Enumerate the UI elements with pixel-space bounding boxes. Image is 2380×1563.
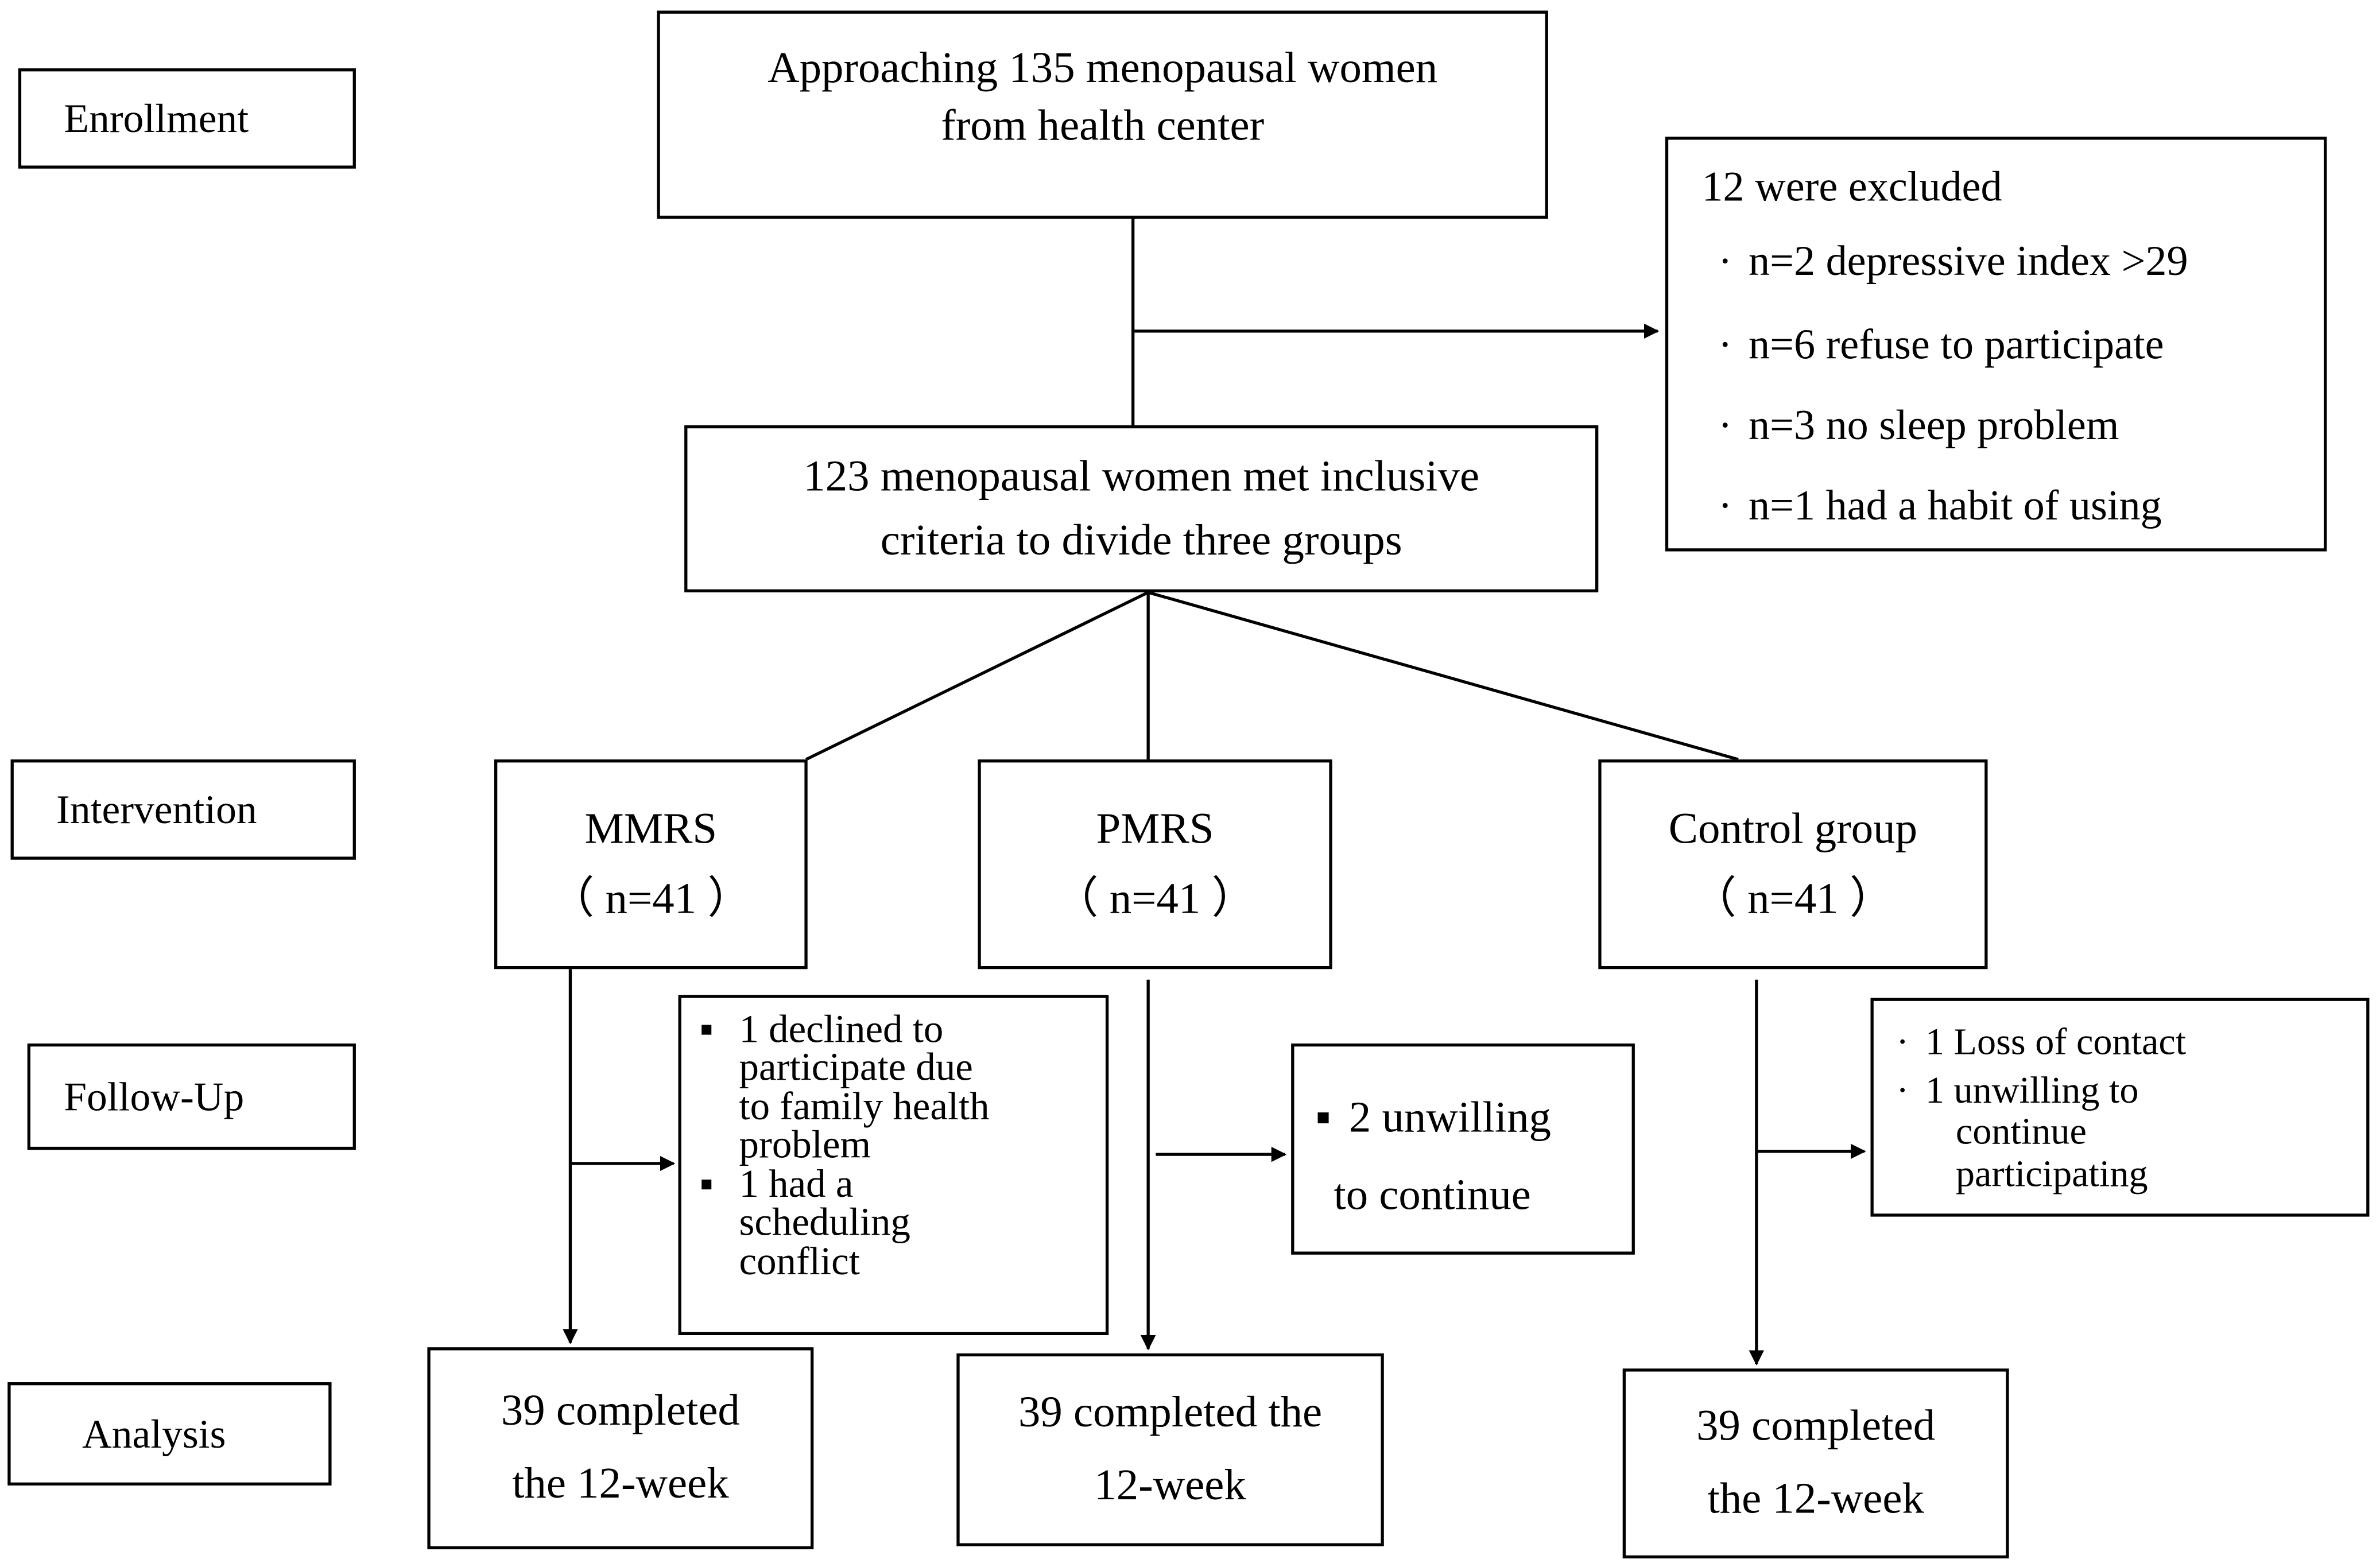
group-control-name: Control group — [1668, 804, 1918, 854]
group-pmrs-box: PMRS （ n=41 ） — [978, 759, 1332, 969]
group-pmrs-count: （ n=41 ） — [1054, 875, 1256, 924]
approach-line2: from health center — [941, 101, 1265, 150]
eligible-line2: criteria to divide three groups — [880, 516, 1402, 565]
approach-box: Approaching 135 menopausal women from he… — [657, 10, 1548, 219]
analysis-control-line1: 39 completed — [1696, 1401, 1936, 1450]
followup-control-box: · 1 Loss of contact · 1 unwilling to con… — [1870, 998, 2370, 1217]
stage-enrollment-label: Enrollment — [64, 95, 249, 141]
stage-followup-label: Follow-Up — [64, 1073, 245, 1119]
analysis-pmrs-line1: 39 completed the — [1018, 1387, 1323, 1437]
stage-analysis: Analysis — [7, 1382, 332, 1486]
followup-control-item: · 1 unwilling to continue participating — [1896, 1070, 2148, 1195]
excluded-item: ·n=1 had a habit of using — [1718, 483, 2162, 530]
followup-mmrs-item: ▪ 1 had a scheduling conflict — [699, 1162, 910, 1283]
connector-to-mmrs — [805, 591, 1149, 761]
analysis-pmrs-box: 39 completed the 12-week — [956, 1353, 1384, 1546]
followup-pmrs-line1: ▪2 unwilling — [1315, 1093, 1551, 1142]
stage-followup: Follow-Up — [27, 1043, 356, 1150]
analysis-mmrs-line2: the 12-week — [512, 1459, 729, 1508]
group-control-count: （ n=41 ） — [1692, 875, 1894, 924]
followup-control-item: · 1 Loss of contact — [1896, 1022, 2187, 1064]
eligible-box: 123 menopausal women met inclusive crite… — [684, 425, 1599, 593]
excluded-box: 12 were excluded ·n=2 depressive index >… — [1665, 137, 2327, 552]
excluded-item: ·n=6 refuse to participate — [1718, 321, 2164, 370]
stage-intervention: Intervention — [10, 759, 356, 860]
stage-analysis-label: Analysis — [82, 1410, 226, 1456]
eligible-line1: 123 menopausal women met inclusive — [803, 452, 1480, 502]
followup-pmrs-box: ▪2 unwilling to continue — [1291, 1043, 1635, 1255]
group-control-box: Control group （ n=41 ） — [1598, 759, 1988, 969]
group-pmrs-name: PMRS — [1096, 804, 1214, 854]
approach-line1: Approaching 135 menopausal women — [768, 44, 1438, 93]
followup-mmrs-item: ▪ 1 declined to participate due to famil… — [699, 1007, 990, 1168]
excluded-item: ·n=3 no sleep problem — [1718, 402, 2119, 450]
analysis-pmrs-line2: 12-week — [1094, 1460, 1246, 1509]
excluded-title: 12 were excluded — [1701, 164, 2002, 211]
excluded-item: ·n=2 depressive index >29 — [1718, 238, 2188, 286]
group-mmrs-name: MMRS — [584, 804, 718, 854]
group-mmrs-box: MMRS （ n=41 ） — [494, 759, 808, 969]
analysis-control-line2: the 12-week — [1707, 1474, 1924, 1523]
analysis-control-box: 39 completed the 12-week — [1622, 1368, 2009, 1559]
connector-to-control — [1148, 591, 1739, 761]
group-mmrs-count: （ n=41 ） — [550, 875, 752, 924]
followup-pmrs-line2: to continue — [1334, 1170, 1531, 1220]
analysis-mmrs-box: 39 completed the 12-week — [427, 1347, 814, 1550]
stage-enrollment: Enrollment — [18, 68, 356, 169]
analysis-mmrs-line1: 39 completed — [501, 1386, 740, 1435]
followup-mmrs-box: ▪ 1 declined to participate due to famil… — [678, 995, 1109, 1336]
stage-intervention-label: Intervention — [56, 786, 257, 832]
